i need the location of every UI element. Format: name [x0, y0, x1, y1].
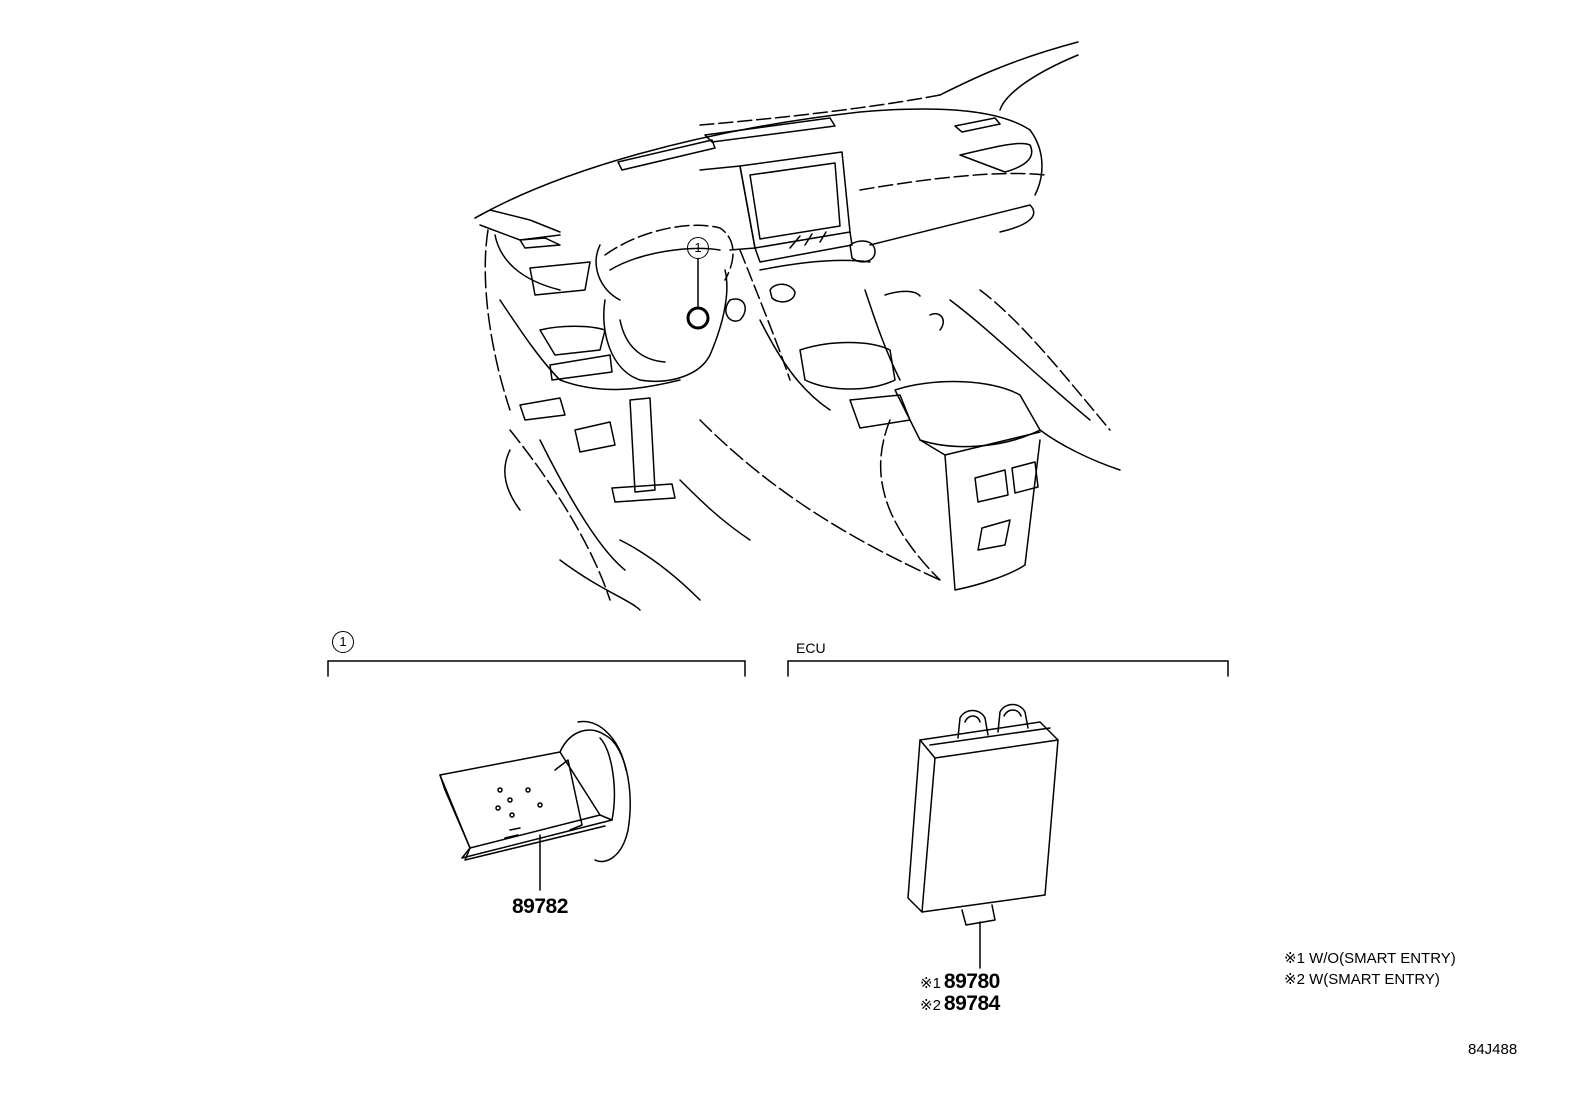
section-bracket-left [327, 660, 746, 677]
note-1: ※1 W/O(SMART ENTRY) [1284, 950, 1456, 967]
diagram-code: 84J488 [1468, 1041, 1518, 1058]
ecu-part-mark-2: ※2 [920, 997, 941, 1014]
section-marker-1: 1 [332, 631, 354, 653]
callout-number: 1 [687, 237, 709, 259]
part-number-switch: 89782 [512, 895, 568, 918]
part-number-ecu-2: 89784 [943, 992, 1000, 1015]
callout-leader [686, 258, 710, 330]
push-switch-illustration [439, 720, 631, 891]
dashboard-illustration [474, 41, 1121, 611]
section-title-ecu: ECU [796, 640, 826, 656]
ecu-module-illustration [907, 703, 1059, 969]
part-number-ecu-1: 89780 [943, 970, 1000, 993]
note-2: ※2 W(SMART ENTRY) [1284, 971, 1440, 988]
ecu-part-mark-1: ※1 [920, 975, 941, 992]
section-bracket-right [787, 660, 1229, 677]
